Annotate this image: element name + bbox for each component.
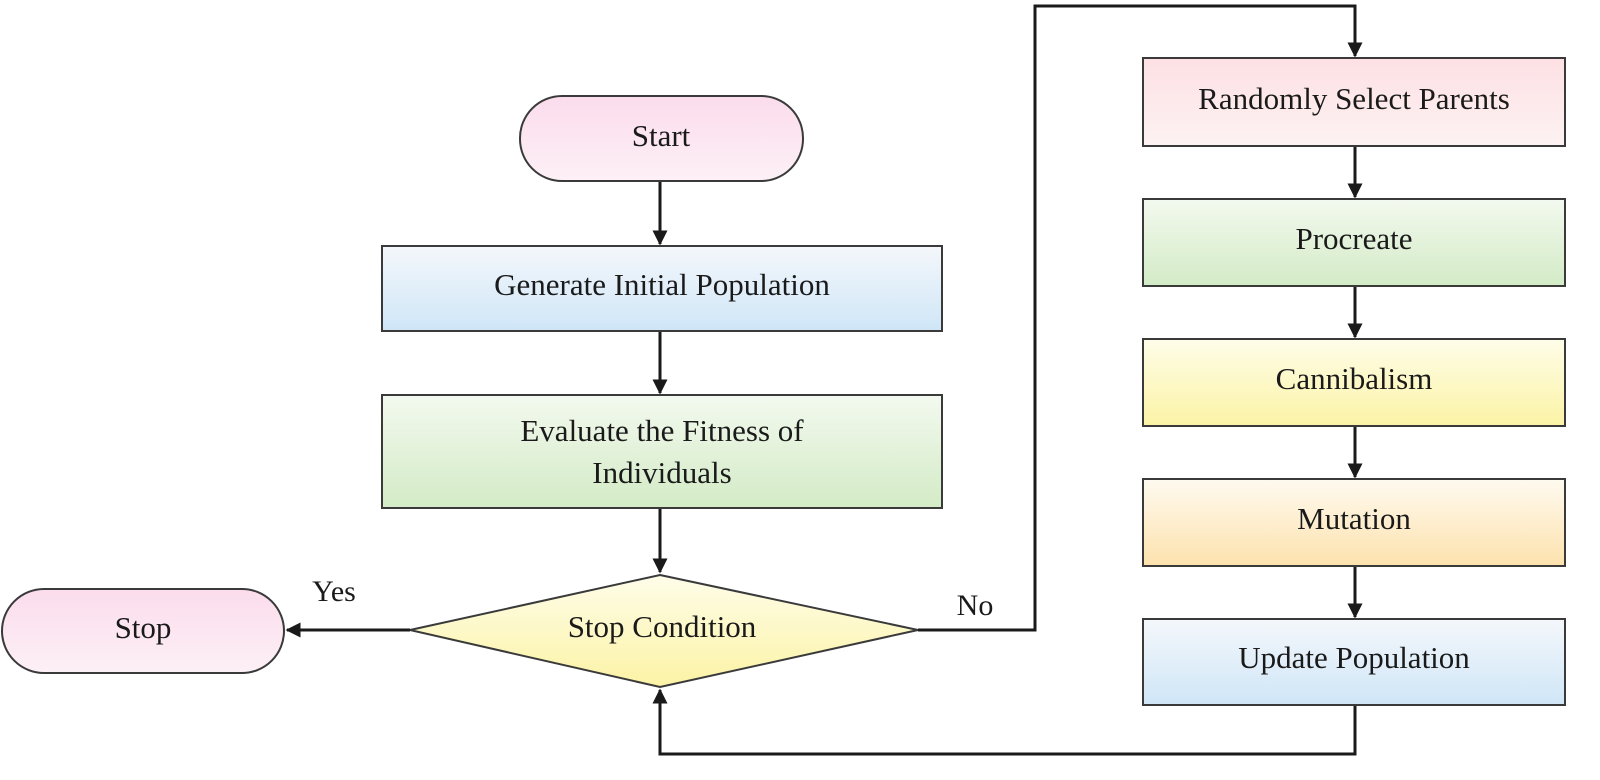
connectors bbox=[285, 4, 1363, 756]
start-node: Start bbox=[519, 95, 804, 182]
evaluate-fitness-label-line2: Individuals bbox=[592, 455, 732, 490]
procreate-node: Procreate bbox=[1142, 198, 1566, 287]
procreate-label: Procreate bbox=[1295, 221, 1412, 256]
mutation-label: Mutation bbox=[1297, 501, 1411, 536]
stop-label: Stop bbox=[115, 610, 172, 645]
mutation-node: Mutation bbox=[1142, 478, 1566, 567]
generate-population-node: Generate Initial Population bbox=[381, 245, 943, 332]
stop-node: Stop bbox=[1, 588, 285, 674]
yes-label: Yes bbox=[312, 575, 356, 608]
start-label: Start bbox=[632, 118, 691, 153]
select-parents-label: Randomly Select Parents bbox=[1198, 81, 1510, 116]
evaluate-fitness-node: Evaluate the Fitness of Individuals bbox=[381, 394, 943, 509]
arrow-update-to-condition bbox=[652, 688, 1357, 756]
cannibalism-node: Cannibalism bbox=[1142, 338, 1566, 427]
select-parents-node: Randomly Select Parents bbox=[1142, 57, 1566, 147]
update-population-node: Update Population bbox=[1142, 618, 1566, 706]
arrow-condition-to-select-no bbox=[918, 4, 1363, 632]
cannibalism-label: Cannibalism bbox=[1276, 361, 1433, 396]
update-population-label: Update Population bbox=[1238, 640, 1470, 675]
no-label: No bbox=[957, 589, 994, 622]
evaluate-fitness-label-line1: Evaluate the Fitness of bbox=[520, 413, 804, 448]
stop-condition-node: Stop Condition bbox=[409, 573, 919, 689]
stop-condition-label: Stop Condition bbox=[568, 609, 757, 644]
generate-population-label: Generate Initial Population bbox=[494, 267, 830, 302]
